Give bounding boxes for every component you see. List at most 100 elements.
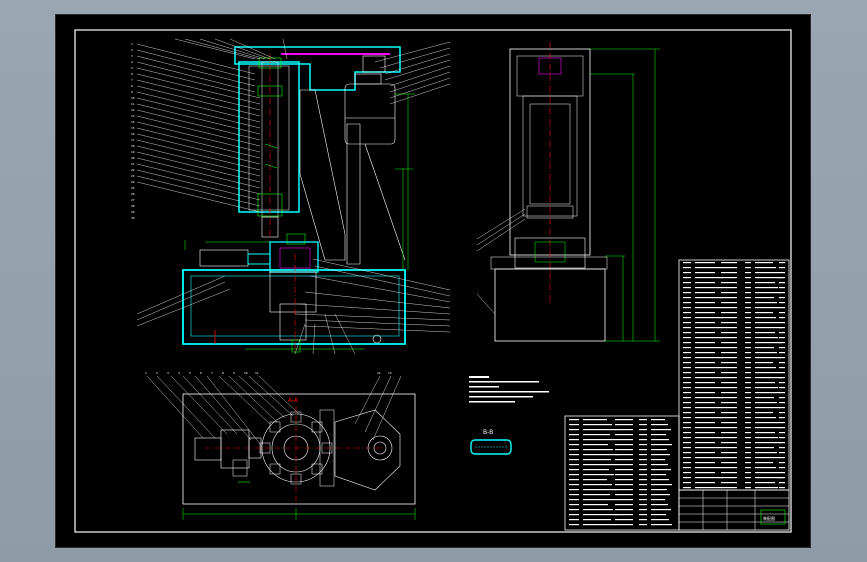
table-row-text	[755, 372, 779, 374]
part-number-label: 6	[200, 371, 202, 375]
table-row-text	[721, 327, 737, 329]
table-row-text	[615, 494, 633, 496]
table-row-text	[779, 407, 785, 409]
table-row-text	[651, 484, 672, 486]
part-number-label: 10	[131, 96, 135, 100]
table-row-text	[651, 459, 665, 461]
table-row-text	[755, 412, 773, 414]
table-row-text	[683, 382, 691, 384]
table-row-text	[569, 419, 579, 421]
table-row-text	[639, 469, 647, 471]
table-row-text	[683, 342, 691, 344]
table-row-text	[745, 432, 751, 434]
table-row-text	[755, 462, 773, 464]
table-row-text	[569, 484, 579, 486]
part-number-label: 1	[131, 42, 133, 46]
table-row-text	[721, 402, 737, 404]
table-row-text	[755, 457, 780, 459]
table-row-text	[695, 402, 715, 404]
table-row-text	[695, 472, 715, 474]
part-number-label: 24	[131, 180, 135, 184]
table-row-text	[639, 444, 647, 446]
table-row-text	[695, 262, 715, 264]
table-row-text	[583, 524, 616, 526]
section-label-aa: A-A	[288, 397, 299, 404]
part-number-label: 10	[244, 371, 248, 375]
table-row-text	[721, 267, 737, 269]
table-row-text	[683, 437, 691, 439]
table-row-text	[569, 514, 579, 516]
part-number-label: 2	[156, 371, 158, 375]
table-row-text	[695, 332, 715, 334]
table-row-text	[779, 482, 785, 484]
table-row-text	[651, 429, 671, 431]
part-number-label: 7	[131, 78, 133, 82]
table-row-text	[721, 427, 737, 429]
table-row-text	[779, 292, 785, 294]
table-row-text	[683, 412, 691, 414]
table-row-text	[755, 297, 774, 299]
table-row-text	[695, 337, 722, 339]
part-number-label: 1	[145, 371, 147, 375]
table-row-text	[651, 444, 672, 446]
table-row-text	[615, 474, 633, 476]
part-number-label: 7	[211, 371, 213, 375]
table-row-text	[721, 312, 737, 314]
part-number-label: 12	[131, 108, 135, 112]
table-row-text	[755, 362, 773, 364]
table-row-text	[779, 452, 785, 454]
part-number-label: 29	[131, 210, 135, 214]
part-number-label: 9	[131, 90, 133, 94]
table-row-text	[721, 302, 737, 304]
table-row-text	[651, 419, 665, 421]
table-row-text	[745, 412, 751, 414]
table-row-text	[755, 427, 782, 429]
table-row-text	[569, 509, 579, 511]
table-row-text	[615, 424, 633, 426]
table-row-text	[779, 312, 785, 314]
table-row-text	[583, 469, 609, 471]
table-row-text	[755, 322, 779, 324]
table-row-text	[721, 467, 737, 469]
table-row-text	[745, 287, 751, 289]
table-row-text	[745, 302, 751, 304]
table-row-text	[683, 447, 691, 449]
table-row-text	[779, 477, 785, 479]
table-row-text	[695, 422, 715, 424]
table-row-text	[745, 477, 751, 479]
table-row-text	[745, 417, 751, 419]
table-row-text	[745, 482, 751, 484]
table-row-text	[779, 337, 785, 339]
part-number-label: 25	[131, 186, 135, 190]
table-row-text	[683, 327, 691, 329]
table-row-text	[721, 307, 737, 309]
table-row-text	[755, 442, 781, 444]
table-row-text	[779, 362, 785, 364]
table-row-text	[683, 407, 691, 409]
table-row-text	[615, 489, 633, 491]
part-number-label: 4	[131, 60, 133, 64]
table-row-text	[745, 312, 751, 314]
table-row-text	[695, 392, 715, 394]
table-row-text	[745, 292, 751, 294]
table-row-text	[745, 267, 751, 269]
section-bb-detail: B-B	[470, 429, 512, 455]
table-row-text	[779, 272, 785, 274]
table-row-text	[569, 459, 579, 461]
table-row-text	[683, 267, 691, 269]
table-row-text	[779, 297, 785, 299]
table-row-text	[683, 357, 691, 359]
part-number-label: 20	[131, 156, 135, 160]
table-row-text	[583, 479, 607, 481]
table-row-text	[695, 282, 715, 284]
front-elevation-view: 1234567891011121314151617181920212223242…	[131, 38, 451, 355]
table-row-text	[695, 452, 715, 454]
table-row-text	[615, 499, 633, 501]
part-number-label: 16	[131, 132, 135, 136]
table-row-text	[721, 287, 737, 289]
table-row-text	[651, 464, 668, 466]
part-number-label: 30	[131, 216, 135, 220]
table-row-text	[695, 287, 722, 289]
table-row-text	[755, 477, 782, 479]
